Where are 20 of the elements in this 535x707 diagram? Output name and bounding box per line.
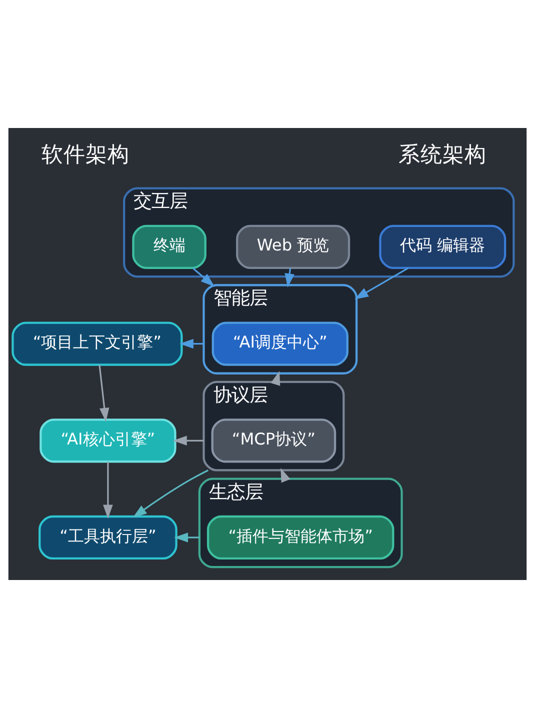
label: 系统架构 xyxy=(398,142,487,167)
node-box: “AI调度中心” xyxy=(212,321,348,366)
arrow xyxy=(354,266,409,299)
label: 软件架构 xyxy=(41,142,130,167)
node-box: “项目上下文引擎” xyxy=(12,321,183,366)
arrow xyxy=(284,267,294,288)
node-box: Web 预览 xyxy=(236,224,350,268)
node-box: 代码 编辑器 xyxy=(379,224,506,268)
node-box: 终端 xyxy=(132,224,206,268)
arrow xyxy=(172,435,204,446)
node-box: “工具执行层” xyxy=(38,514,178,560)
arrow xyxy=(192,266,215,286)
node-box: “AI核心引擎” xyxy=(40,418,176,462)
arrow xyxy=(174,532,200,542)
node-box: “MCP协议” xyxy=(211,418,336,462)
arrow xyxy=(103,461,113,518)
arrow xyxy=(179,338,204,348)
arrow xyxy=(98,364,110,422)
node-box: “插件与智能体市场” xyxy=(206,514,394,560)
arrow xyxy=(132,469,208,518)
